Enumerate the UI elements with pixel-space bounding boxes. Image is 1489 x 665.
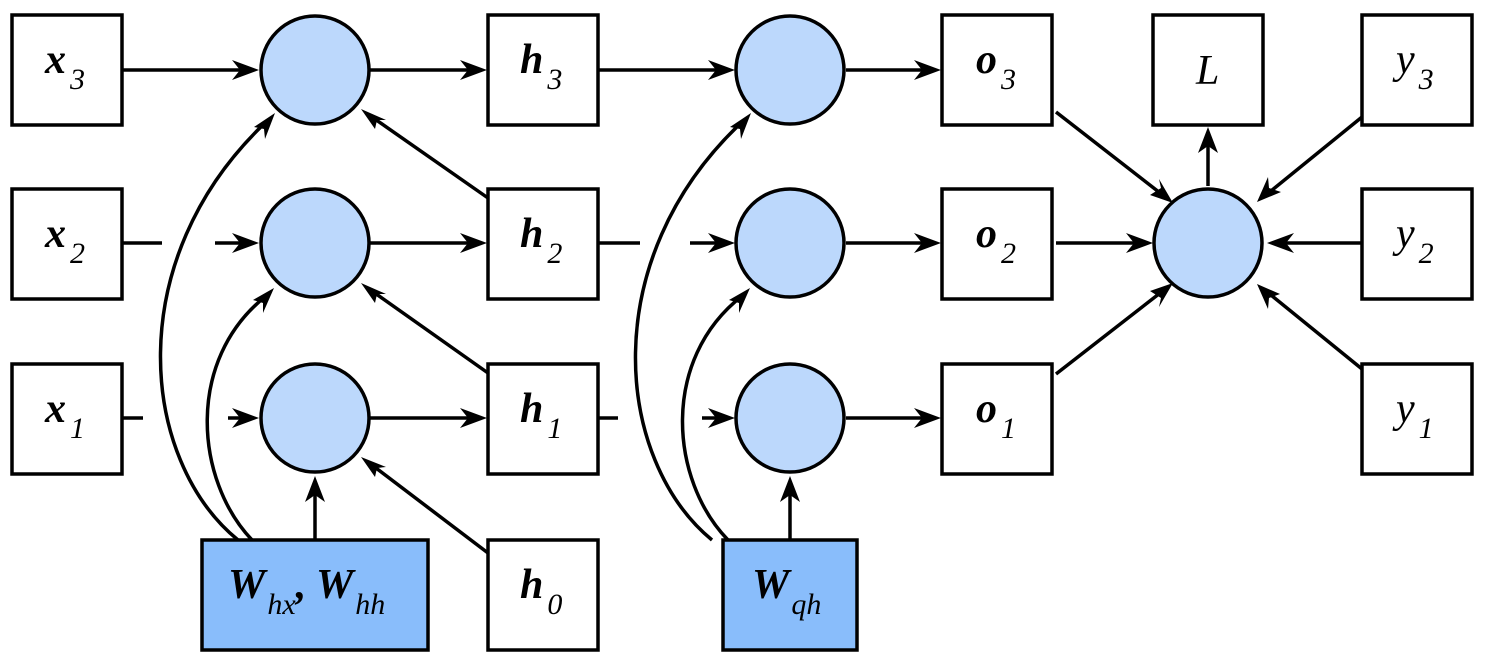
edge-h0-to-op1 xyxy=(370,463,490,555)
arrowhead-icon xyxy=(232,60,259,80)
node-o3 xyxy=(940,13,1054,127)
arrowhead-icon xyxy=(361,457,386,477)
arrow-heads xyxy=(232,60,1294,502)
hidden-op-3 xyxy=(259,14,371,126)
boxes xyxy=(10,13,1474,652)
arrowhead-icon xyxy=(1150,179,1173,203)
arrowhead-icon xyxy=(361,109,386,129)
arrowhead-icon xyxy=(708,60,735,80)
arrowhead-icon xyxy=(460,60,487,80)
node-o1 xyxy=(940,362,1054,476)
arrowhead-icon xyxy=(460,408,487,428)
arrowhead-icon xyxy=(1150,283,1173,307)
edge-whx-to-op3 xyxy=(158,120,268,542)
node-y2 xyxy=(1360,187,1474,301)
arrowhead-icon xyxy=(1198,127,1218,153)
arrowhead-icon xyxy=(1126,233,1153,253)
arrowhead-icon xyxy=(232,233,259,253)
node-x1 xyxy=(10,362,124,476)
hidden-op-1 xyxy=(259,362,371,474)
edge-o3-to-loss-op xyxy=(1054,110,1166,198)
node-wqh xyxy=(721,538,859,652)
edge-wqh-to-op3 xyxy=(633,120,744,542)
arrowhead-icon xyxy=(708,408,735,428)
node-h2 xyxy=(486,187,600,301)
label-L: L xyxy=(1195,48,1219,94)
node-h1 xyxy=(486,362,600,476)
edge-y3-to-loss-op xyxy=(1264,115,1364,197)
output-op-2 xyxy=(734,187,846,299)
loss-op xyxy=(1152,187,1264,299)
hidden-op-2 xyxy=(259,187,371,299)
node-whx-whh xyxy=(200,538,430,652)
arrowhead-icon xyxy=(1267,233,1294,253)
node-o2 xyxy=(940,187,1054,301)
edge-h2-to-op3 xyxy=(370,115,490,200)
arrowhead-icon xyxy=(253,288,274,313)
arrowhead-icon xyxy=(914,60,941,80)
arrowhead-icon xyxy=(729,288,750,313)
node-y1 xyxy=(1360,362,1474,476)
edge-y1-to-loss-op xyxy=(1264,289,1364,371)
edge-o1-to-loss-op xyxy=(1054,288,1166,376)
node-y3 xyxy=(1360,13,1474,127)
edges xyxy=(122,68,1364,555)
node-x2 xyxy=(10,187,124,301)
arrowhead-icon xyxy=(361,283,386,303)
node-x3 xyxy=(10,13,124,127)
arrowhead-icon xyxy=(460,233,487,253)
node-L xyxy=(1151,13,1265,127)
arrowhead-icon xyxy=(914,233,941,253)
arrowhead-icon xyxy=(914,408,941,428)
edge-wqh-to-op2 xyxy=(680,294,744,542)
arrowhead-icon xyxy=(254,113,275,139)
arrowhead-icon xyxy=(305,476,325,502)
arrowhead-icon xyxy=(1257,284,1280,309)
output-op-3 xyxy=(734,14,846,126)
edge-whx-to-op2 xyxy=(205,294,268,542)
operators xyxy=(259,14,1264,474)
label-wqh: Wqh xyxy=(752,562,821,621)
output-op-1 xyxy=(734,362,846,474)
node-h0 xyxy=(486,538,600,652)
arrowhead-icon xyxy=(730,113,751,139)
edge-h1-to-op2 xyxy=(370,289,490,375)
arrowhead-icon xyxy=(780,476,800,502)
arrowhead-icon xyxy=(1257,177,1281,202)
label-whx-whh: Whx, Whh xyxy=(228,562,385,621)
node-h3 xyxy=(486,13,600,127)
arrowhead-icon xyxy=(708,233,735,253)
arrowhead-icon xyxy=(232,408,259,428)
